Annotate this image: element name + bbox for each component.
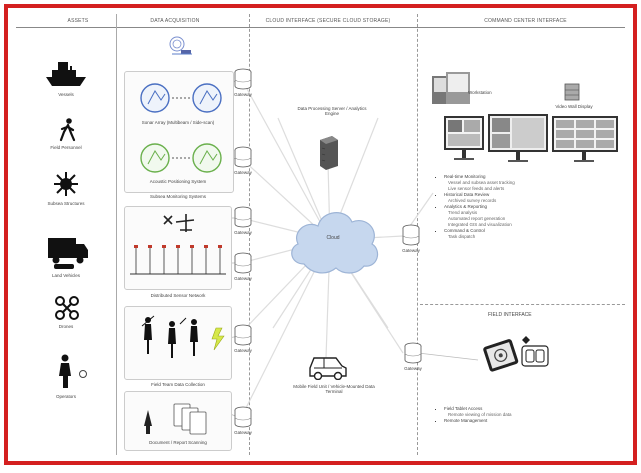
video-wall-icon [444,114,618,162]
document-scan-icon [144,403,207,435]
sensor-array-icon [130,245,226,275]
feature-sub: Integrated GIS and visualization [448,222,512,227]
antenna-icon [163,214,195,232]
gateway-label-5: Gateway [234,348,252,353]
column-divider-2 [249,14,250,455]
positioning-icon [140,143,222,173]
gateway-icon [234,146,252,168]
feature-item-1: Real-time Monitoring [444,174,629,180]
gateway-icon [234,206,252,228]
workstation-icon [432,72,470,104]
gateway-label-4: Gateway [234,276,252,281]
vehicle-icon [309,357,347,380]
person-walking-icon [59,118,76,142]
asset-label-subsea-structures: Subsea Structures [47,201,85,206]
display-label: Video Wall Display [555,104,593,109]
gateway-icon [234,68,252,90]
subsea-monitoring-caption: Subsea Monitoring Systems [149,194,207,199]
feature-sub: Archived survey records [448,198,497,203]
cloud-icon [291,212,379,274]
command-section-divider [420,304,625,305]
server-label: Data Processing Server / Analytics Engin… [297,106,367,116]
drone-icon [55,296,79,320]
subsea-structure-icon [54,172,78,196]
positioning-label: Acoustic Positioning System [149,179,207,184]
field-team-caption: Field Team Data Collection [151,382,205,387]
field-team-icon [141,315,225,358]
sensor-network-caption: Distributed Sensor Network [150,293,206,298]
server-icon [320,136,338,170]
feature-sub: Live sensor feeds and alerts [448,186,505,191]
tablet-icon [483,336,549,372]
lower-panel-title: FIELD INTERFACE [488,312,532,318]
feature-sub: Trend analysis [448,210,478,215]
vessel-icon [46,62,86,86]
header-assets: ASSETS [67,18,89,24]
asset-label-field-personnel: Field Personnel [50,145,82,150]
gateway-label-bottom: Gateway [404,366,422,371]
truck-icon [48,238,88,269]
field-team-box [124,306,232,380]
feature-item-2: Historical Data Review [444,192,629,198]
gateway-label-2: Gateway [234,170,252,175]
gateway-label-3: Gateway [234,230,252,235]
cloud-label: Cloud [326,235,340,241]
gateway-label-right: Gateway [402,248,420,253]
gateway-label-6: Gateway [234,430,252,435]
feature-sub: Task dispatch [448,234,476,239]
feature-sub: Remote viewing of mission data [448,412,512,417]
header-data-acquisition: DATA ACQUISITION [150,18,200,24]
workstation-label: Workstation [468,90,492,95]
asset-label-drones: Drones [58,324,74,329]
field-feature-list: Field Tablet Access Remote viewing of mi… [436,406,629,424]
operator-icon [59,354,87,388]
buoy-icon [169,36,192,55]
gateway-icon [234,252,252,274]
field-feature-item-1: Field Tablet Access [444,406,629,412]
feature-item-4: Command & Control [444,228,629,234]
asset-label-vessels: Vessels [58,92,74,97]
header-command-center: COMMAND CENTER INTERFACE [484,18,567,24]
vehicle-label: Mobile Field Unit / Vehicle-Mounted Data… [293,384,375,394]
database-stack-icon [564,83,580,101]
asset-label-operators: Operators [55,394,76,399]
header-divider [16,27,625,28]
gateway-icon [404,342,422,364]
column-divider-1 [116,14,117,455]
asset-label-land-vehicles: Land Vehicles [51,273,81,278]
command-feature-list: Real-time Monitoring Vessel and subsea a… [436,174,629,240]
diagram-frame: ASSETS DATA ACQUISITION CLOUD INTERFACE … [4,4,637,465]
document-scan-caption: Document / Report Scanning [149,440,207,445]
feature-sub: Vessel and subsea asset tracking [448,180,515,185]
header-cloud: CLOUD INTERFACE (SECURE CLOUD STORAGE) [265,18,391,24]
sonar-label: Sonar Array (Multibeam / Side-scan) [141,120,215,125]
gateway-icon [402,224,420,246]
gateway-icon [234,324,252,346]
feature-sub: Automated report generation [448,216,506,221]
gateway-label-1: Gateway [234,92,252,97]
sonar-icon [140,83,222,113]
field-feature-item-2: Remote Management [444,418,629,424]
gateway-icon [234,406,252,428]
feature-item-3: Analytics & Reporting [444,204,629,210]
